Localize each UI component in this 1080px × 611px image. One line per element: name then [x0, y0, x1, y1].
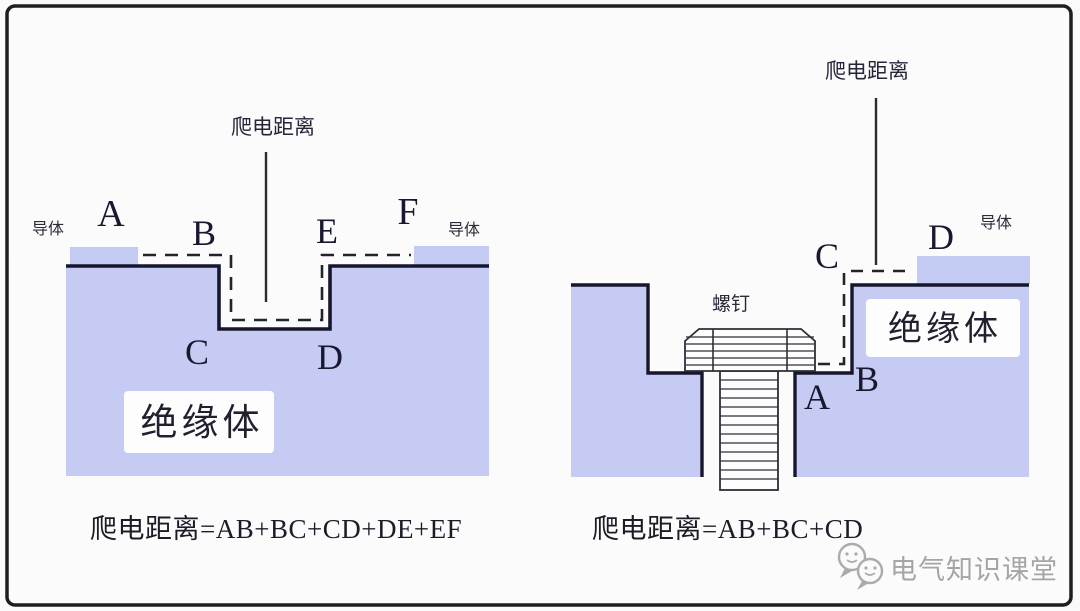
watermark: 电气知识课堂	[837, 542, 1058, 590]
screw-head-hatch-lines	[686, 336, 814, 366]
left-insulator-label: 绝缘体	[141, 402, 264, 444]
left-point-a: A	[97, 193, 125, 235]
watermark-text: 电气知识课堂	[890, 555, 1058, 585]
screw-label: 螺钉	[712, 293, 750, 315]
right-creepage-label: 爬电距离	[825, 59, 909, 83]
right-formula: 爬电距离=AB+BC+CD	[592, 514, 863, 544]
left-creepage-path	[143, 253, 411, 322]
left-conductor-pad-right	[414, 246, 489, 266]
left-insulator-label-box	[124, 391, 274, 453]
right-point-c: C	[815, 236, 839, 276]
screw-thread-lines	[720, 379, 778, 480]
left-surface-outline	[66, 264, 489, 331]
left-formula: 爬电距离=AB+BC+CD+DE+EF	[90, 514, 462, 544]
left-point-e: E	[316, 211, 338, 251]
screw-shaft	[719, 370, 779, 491]
left-point-c: C	[185, 332, 209, 372]
right-left-block-outline	[571, 283, 704, 477]
chat-bubbles-icon	[837, 542, 884, 590]
left-conductor-label-left: 导体	[32, 220, 64, 238]
right-point-a: A	[804, 377, 830, 417]
right-diagram: 爬电距离 螺钉 导体 C D B A 绝缘体 爬电距离=AB+BC+CD	[571, 59, 1030, 544]
right-insulator-left-block	[571, 284, 702, 477]
right-insulator-label: 绝缘体	[888, 310, 1002, 348]
screw-head	[684, 328, 816, 372]
right-right-block-outline	[793, 283, 1029, 477]
left-point-d: D	[317, 337, 343, 377]
right-conductor-label: 导体	[980, 214, 1012, 232]
left-conductor-label-right: 导体	[448, 221, 480, 239]
right-insulator-label-box	[866, 299, 1020, 357]
right-point-d: D	[928, 217, 954, 257]
left-point-b: B	[192, 213, 216, 253]
left-conductor-pad-left	[70, 247, 138, 266]
left-diagram: 爬电距离 导体 导体 A B E F C D 绝缘体 爬电距离=AB+BC+CD…	[32, 115, 489, 544]
right-conductor-pad	[917, 256, 1030, 284]
left-creepage-label: 爬电距离	[231, 115, 315, 139]
right-point-b: B	[855, 359, 879, 399]
right-creepage-path	[818, 269, 908, 366]
left-point-f: F	[397, 191, 418, 233]
